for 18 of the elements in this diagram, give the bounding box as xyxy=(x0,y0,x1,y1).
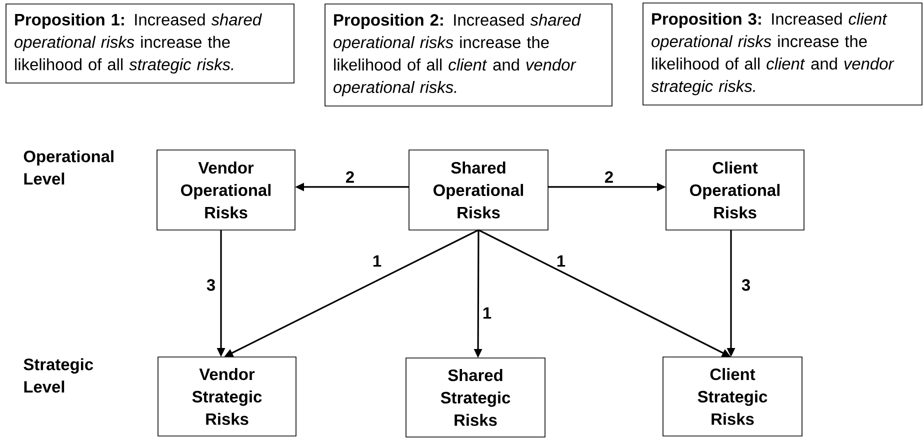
edge-label: 2 xyxy=(344,170,356,184)
edge-label: 2 xyxy=(603,170,615,184)
level-label: Operational Level xyxy=(24,150,114,185)
risk-box: Vendor Operational Risks xyxy=(156,150,296,230)
edge-label: 1 xyxy=(371,254,383,268)
edge-label: 3 xyxy=(740,278,752,292)
proposition-box: Proposition 3: Increased client operational risks increase the likelihood of all client and vendor strategic risks. xyxy=(642,2,922,106)
edge-label: 1 xyxy=(481,306,493,320)
risk-box: Vendor Strategic Risks xyxy=(158,356,296,436)
level-label: Strategic Level xyxy=(24,358,94,393)
risk-box: Shared Operational Risks xyxy=(408,150,548,230)
risk-box: Shared Strategic Risks xyxy=(406,358,546,438)
proposition-box: Proposition 2: Increased shared operational risks increase the likelihood of all client and vendor operational risks. xyxy=(324,4,612,106)
risk-box: Client Operational Risks xyxy=(666,150,804,230)
edge-label: 3 xyxy=(205,278,217,292)
risk-box: Client Strategic Risks xyxy=(662,356,802,436)
proposition-box: Proposition 1: Increased shared operational risks increase the likelihood of all strategic risks. xyxy=(6,4,294,84)
edge-label: 1 xyxy=(555,254,567,268)
